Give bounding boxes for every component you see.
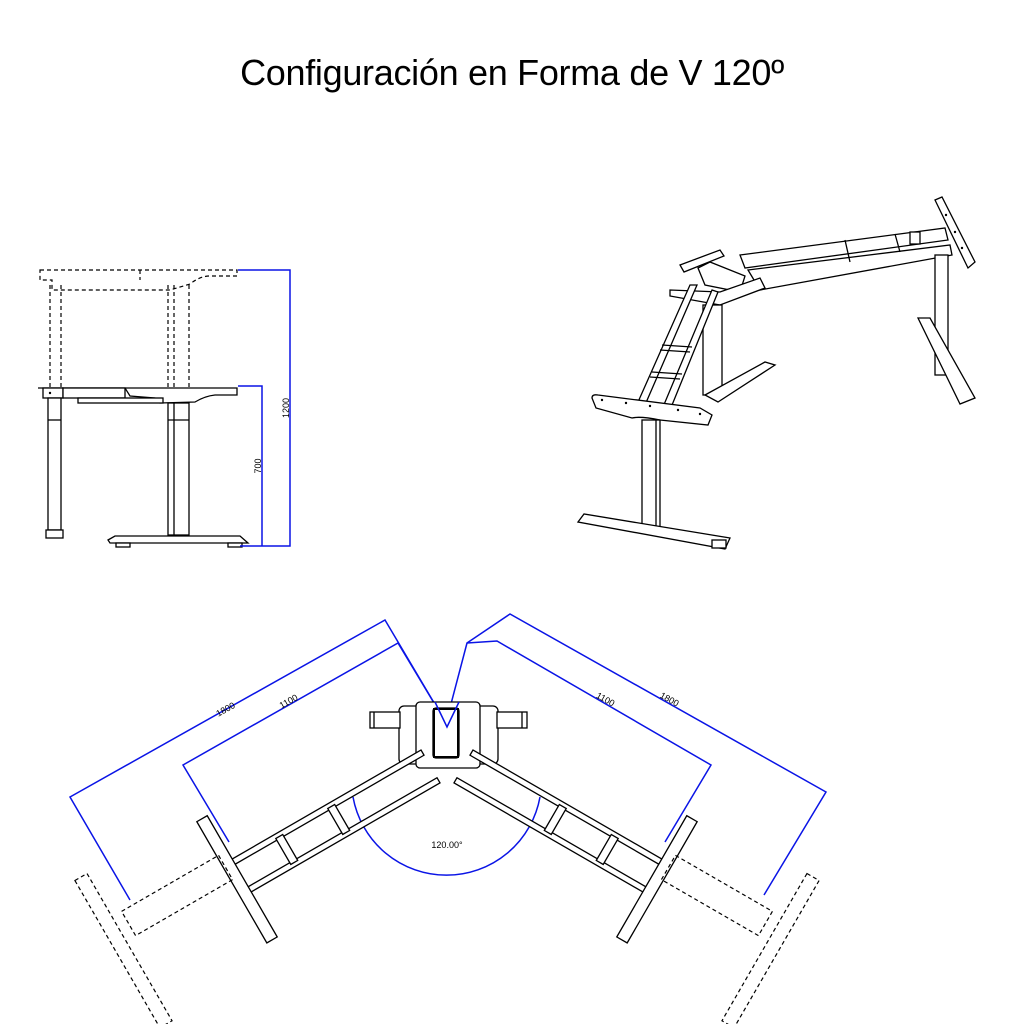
dim-angle: 120.00° bbox=[431, 840, 463, 850]
dim-right-outer: 1800 bbox=[658, 690, 680, 708]
dim-right-inner: 1100 bbox=[595, 690, 617, 708]
side-view-drawing: 1200 700 bbox=[38, 269, 291, 548]
dim-left-inner: 1100 bbox=[278, 692, 300, 710]
top-view-drawing: 1800 1100 1100 1800 120.00° bbox=[68, 613, 828, 1024]
page-title: Configuración en Forma de V 120º bbox=[240, 52, 784, 93]
dim-max-height: 1200 bbox=[281, 398, 291, 418]
dim-left-outer: 1800 bbox=[214, 700, 236, 718]
dim-min-height: 700 bbox=[253, 458, 263, 473]
isometric-view-drawing bbox=[576, 196, 976, 550]
